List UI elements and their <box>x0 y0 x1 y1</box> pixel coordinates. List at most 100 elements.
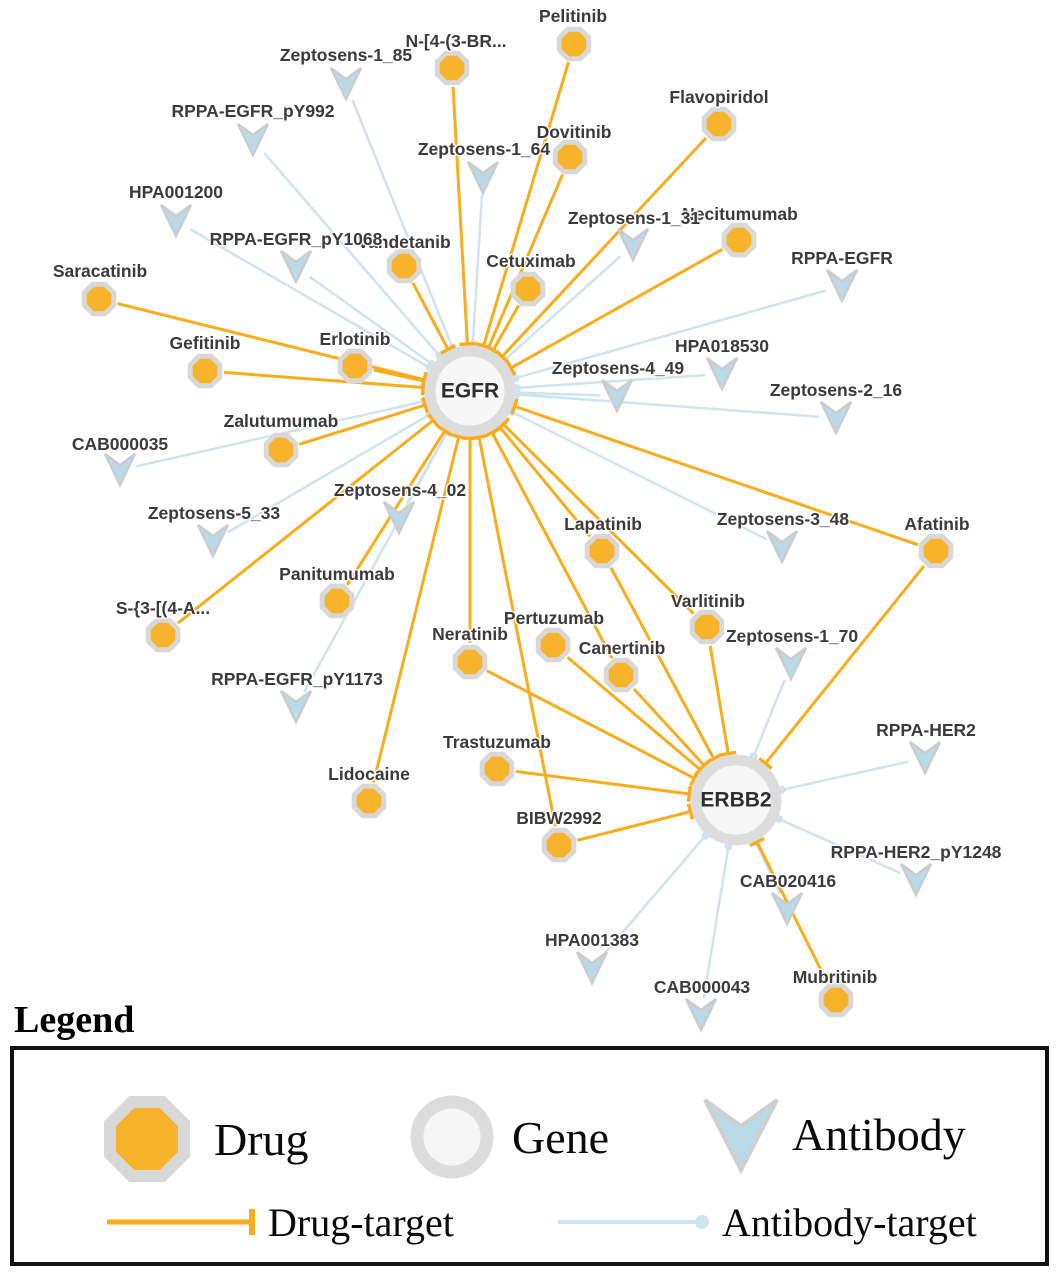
node-rppa-egfr-py1068 <box>279 249 313 285</box>
label-gefitinib: Gefitinib <box>170 333 241 353</box>
label-erbb2: ERBB2 <box>700 789 771 812</box>
label-canertinib: Canertinib <box>579 638 666 658</box>
node-s-3-4-a <box>145 617 181 653</box>
edge-bibw2992-erbb2 <box>577 803 695 842</box>
edge-afatinib-egfr <box>510 398 919 547</box>
label-erlotinib: Erlotinib <box>320 329 391 349</box>
label-rppa-egfr-py992: RPPA-EGFR_pY992 <box>171 101 334 121</box>
legend-title: Legend <box>14 999 134 1041</box>
legend-antibody-label: Antibody <box>792 1109 966 1160</box>
node-vandetanib <box>386 248 422 284</box>
node-dovitinib <box>552 139 588 175</box>
node-panitumumab <box>319 583 355 619</box>
edge-cetuximab-egfr <box>485 304 520 356</box>
node-n-4-3-br <box>434 50 470 86</box>
label-trastuzumab: Trastuzumab <box>443 732 551 752</box>
label-hpa018530: HPA018530 <box>675 336 769 356</box>
edge-panitumumab-egfr <box>345 424 453 586</box>
node-cab000035 <box>103 452 137 488</box>
antibody-target-edge-dot <box>695 1215 709 1229</box>
node-rppa-her2-py1248 <box>899 862 933 898</box>
label-lapatinib: Lapatinib <box>564 514 642 534</box>
label-hpa001200: HPA001200 <box>129 182 223 202</box>
legend-antibody-edge-label: Antibody-target <box>722 1200 977 1245</box>
edge-canertinib-egfr <box>484 427 614 659</box>
node-zeptosens-4-49 <box>600 378 634 414</box>
legend: Legend Drug Gene Antibody Drug-target An… <box>10 999 1049 1266</box>
label-rppa-egfr: RPPA-EGFR <box>791 248 893 268</box>
node-zeptosens-3-48 <box>765 529 799 565</box>
node-cab000043 <box>684 997 718 1033</box>
node-mubritinib <box>818 982 854 1018</box>
antibody-icon <box>703 1098 779 1175</box>
edge-zalutumumab-egfr <box>298 396 430 446</box>
node-zalutumumab <box>263 432 299 468</box>
edge-necitumumab-egfr <box>505 247 724 376</box>
node-erlotinib <box>337 348 373 384</box>
node-flavopiridol <box>701 106 737 142</box>
label-s-3-4-a: S-{3-[(4-A... <box>116 598 210 618</box>
node-zeptosens-4-02 <box>382 500 416 536</box>
label-zeptosens-2-16: Zeptosens-2_16 <box>770 380 903 400</box>
label-rppa-egfr-py1068: RPPA-EGFR_pY1068 <box>210 229 383 249</box>
edges-layer <box>117 61 926 999</box>
edge-flavopiridol-egfr <box>495 136 708 364</box>
label-zeptosens-1-70: Zeptosens-1_70 <box>726 626 859 646</box>
label-cetuximab: Cetuximab <box>486 251 575 271</box>
node-hpa001200 <box>159 203 193 239</box>
gene-icon <box>410 1095 494 1179</box>
label-pertuzumab: Pertuzumab <box>504 608 604 628</box>
drug-icon <box>104 1096 190 1182</box>
node-lapatinib <box>584 533 620 569</box>
node-zeptosens-1-70 <box>774 646 808 682</box>
node-zeptosens-1-85 <box>329 66 363 102</box>
label-varlitinib: Varlitinib <box>671 591 745 611</box>
label-zeptosens-1-31: Zeptosens-1_31 <box>568 208 701 228</box>
node-cab020416 <box>770 891 804 927</box>
node-lidocaine <box>351 783 387 819</box>
node-pelitinib <box>556 26 592 62</box>
label-saracatinib: Saracatinib <box>53 261 147 281</box>
edge-varlitinib-erbb2 <box>708 645 737 757</box>
label-cab020416: CAB020416 <box>740 871 837 891</box>
label-rppa-egfr-py1173: RPPA-EGFR_pY1173 <box>211 669 383 689</box>
label-cab000043: CAB000043 <box>654 977 751 997</box>
node-erbb2 <box>690 754 782 846</box>
edge-cab000043-erbb2 <box>702 842 733 999</box>
edge-zeptosens-1-64-egfr <box>468 194 484 349</box>
edge-s-3-4-a-egfr <box>176 412 440 625</box>
label-necitumumab: Necitumumab <box>682 204 798 224</box>
node-necitumumab <box>721 222 757 258</box>
label-zeptosens-5-33: Zeptosens-5_33 <box>148 503 281 523</box>
edge-n-4-3-br-egfr <box>451 86 476 347</box>
edge-zeptosens-1-31-egfr <box>501 255 622 364</box>
edge-vandetanib-egfr <box>411 282 456 355</box>
node-saracatinib <box>81 281 117 317</box>
label-flavopiridol: Flavopiridol <box>669 87 768 107</box>
node-hpa018530 <box>705 356 739 392</box>
node-zeptosens-1-31 <box>616 227 650 263</box>
edge-neratinib-erbb2 <box>486 669 700 787</box>
label-zeptosens-3-48: Zeptosens-3_48 <box>717 509 850 529</box>
label-hpa001383: HPA001383 <box>545 930 639 950</box>
label-pelitinib: Pelitinib <box>539 6 607 26</box>
node-neratinib <box>452 644 488 680</box>
edge-trastuzumab-erbb2 <box>515 769 693 803</box>
legend-drug-label: Drug <box>214 1114 309 1165</box>
node-pertuzumab <box>535 627 571 663</box>
node-canertinib <box>603 657 639 693</box>
label-rppa-her2-py1248: RPPA-HER2_pY1248 <box>831 842 1002 862</box>
edge-neratinib-egfr <box>462 436 478 643</box>
label-zeptosens-4-49: Zeptosens-4_49 <box>552 358 685 378</box>
label-mubritinib: Mubritinib <box>793 967 878 987</box>
label-egfr: EGFR <box>441 380 499 403</box>
label-rppa-her2: RPPA-HER2 <box>876 720 976 740</box>
node-cetuximab <box>510 271 546 307</box>
label-zalutumumab: Zalutumumab <box>224 411 339 431</box>
node-gefitinib <box>187 353 223 389</box>
edge-bibw2992-egfr <box>470 433 557 827</box>
label-afatinib: Afatinib <box>904 514 969 534</box>
label-vandetanib: Vandetanib <box>357 232 450 252</box>
